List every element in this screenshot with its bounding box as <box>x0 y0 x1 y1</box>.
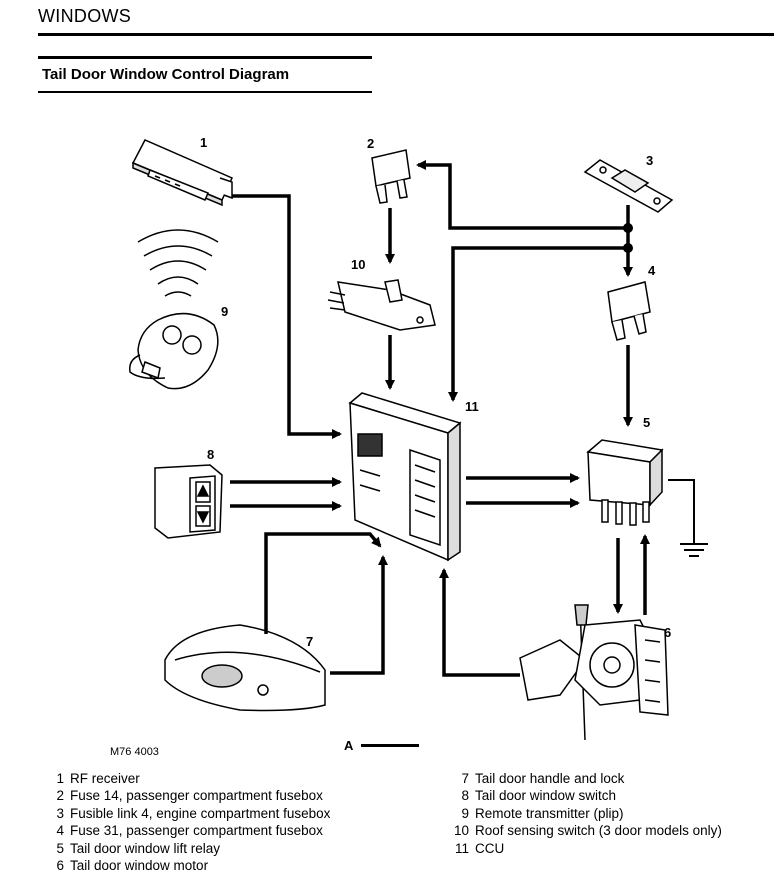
view-marker-label: A <box>344 738 354 753</box>
title-rule-top <box>38 56 372 59</box>
legend-label: Tail door window lift relay <box>70 840 221 856</box>
fuse-14-drawing <box>371 149 411 204</box>
component-number-5: 5 <box>643 415 650 430</box>
component-number-9: 9 <box>221 304 228 319</box>
legend-number: 2 <box>56 788 64 804</box>
component-number-11: 11 <box>465 399 479 414</box>
legend-item: 4 Fuse 31, passenger compartment fusebox <box>46 822 330 839</box>
component-number-4: 4 <box>648 263 656 278</box>
window-switch-drawing <box>154 464 223 539</box>
rf-receiver-drawing <box>131 139 233 207</box>
legend-number: 5 <box>56 840 64 856</box>
roof-sensing-switch-drawing <box>327 279 436 331</box>
legend-label: Roof sensing switch (3 door models only) <box>475 823 722 839</box>
legend-label: Tail door window motor <box>70 858 209 874</box>
legend-number: 6 <box>56 858 64 874</box>
component-number-1: 1 <box>200 135 207 150</box>
legend-number: 3 <box>56 805 64 821</box>
legend-number: 9 <box>461 805 469 821</box>
legend-item: 5 Tail door window lift relay <box>46 840 330 857</box>
legend-number: 8 <box>461 788 469 804</box>
header-rule <box>38 33 774 36</box>
legend-label: Fuse 14, passenger compartment fusebox <box>70 788 323 804</box>
figure-code: M76 4003 <box>110 746 159 758</box>
legend-item: 8 Tail door window switch <box>451 787 722 804</box>
legend-item: 3 Fusible link 4, engine compartment fuse… <box>46 805 330 822</box>
component-number-6: 6 <box>664 625 671 640</box>
section-title: WINDOWS <box>38 6 132 26</box>
ground-icon <box>668 479 708 557</box>
legend-item: 1 RF receiver <box>46 770 330 787</box>
legend-label: Tail door handle and lock <box>475 771 625 786</box>
remote-transmitter-drawing <box>128 229 219 390</box>
legend-number: 10 <box>453 823 469 839</box>
window-motor-drawing <box>519 604 669 741</box>
legend-item: 10 Roof sensing switch (3 door models onl… <box>451 822 722 839</box>
legend-item: 7 Tail door handle and lock <box>451 770 722 787</box>
tail-door-handle-drawing <box>164 624 326 712</box>
legend-right: 7 Tail door handle and lock 8 Tail door wi… <box>451 770 722 857</box>
diagram-title: Tail Door Window Control Diagram <box>42 66 290 83</box>
legend-label: Fuse 31, passenger compartment fusebox <box>70 823 323 839</box>
fuse-31-drawing <box>607 281 651 341</box>
legend-left: 1 RF receiver 2 Fuse 14, passenger compart… <box>46 770 330 874</box>
component-number-8: 8 <box>207 447 214 462</box>
legend-number: 11 <box>454 840 469 856</box>
component-number-3: 3 <box>646 153 653 168</box>
legend-number: 7 <box>461 771 469 786</box>
ccu-drawing <box>348 392 462 562</box>
fusible-link-4-drawing <box>583 159 674 213</box>
junction-dot-upper <box>623 223 633 233</box>
legend-item: 2 Fuse 14, passenger compartment fusebox <box>46 787 330 804</box>
legend-label: CCU <box>475 840 505 856</box>
title-rule-bottom <box>38 91 372 93</box>
component-number-2: 2 <box>367 136 374 151</box>
connections <box>230 160 650 677</box>
view-marker-line <box>361 744 419 747</box>
legend-label: Fusible link 4, engine compartment fuseb… <box>70 805 331 821</box>
legend-number: 4 <box>56 823 64 839</box>
legend-item: 11 CCU <box>451 840 722 857</box>
legend-item: 6 Tail door window motor <box>46 857 330 874</box>
component-number-7: 7 <box>306 634 313 649</box>
window-lift-relay-drawing <box>586 439 664 526</box>
junction-dot-lower <box>623 243 633 253</box>
component-number-10: 10 <box>351 257 365 272</box>
legend-item: 9 Remote transmitter (plip) <box>451 805 722 822</box>
legend-label: Remote transmitter (plip) <box>475 805 624 821</box>
legend-label: Tail door window switch <box>475 788 617 804</box>
legend-label: RF receiver <box>70 771 140 786</box>
legend-number: 1 <box>56 771 64 786</box>
